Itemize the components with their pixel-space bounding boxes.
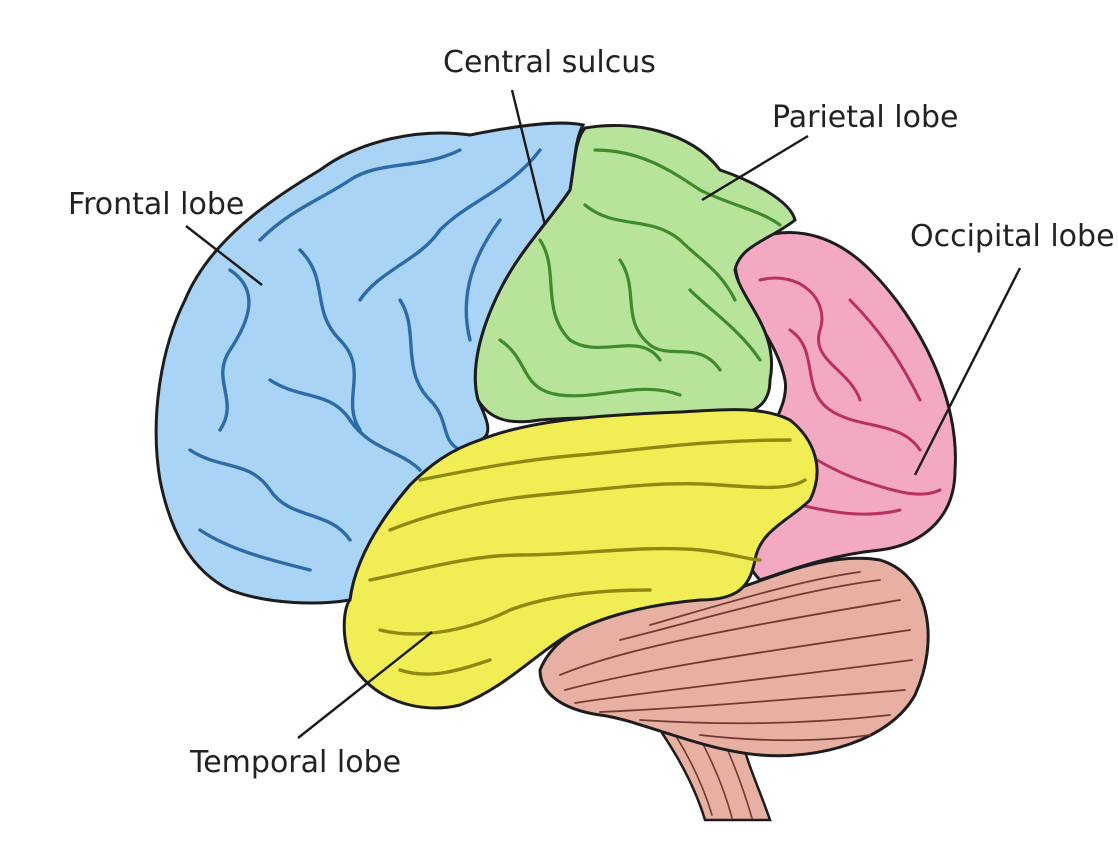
parietal-lobe-label: Parietal lobe [772, 100, 958, 135]
parietal-lobe-leader [701, 134, 809, 202]
temporal-lobe-label: Temporal lobe [189, 745, 401, 780]
central-sulcus-leader [510, 89, 547, 226]
central-sulcus-label: Central sulcus [443, 45, 656, 80]
occipital-lobe-leader [913, 267, 1022, 476]
frontal-lobe-label: Frontal lobe [68, 187, 244, 222]
temporal-lobe-leader [297, 631, 433, 739]
frontal-lobe-leader [185, 225, 263, 286]
occipital-lobe-label: Occipital lobe [910, 219, 1115, 254]
